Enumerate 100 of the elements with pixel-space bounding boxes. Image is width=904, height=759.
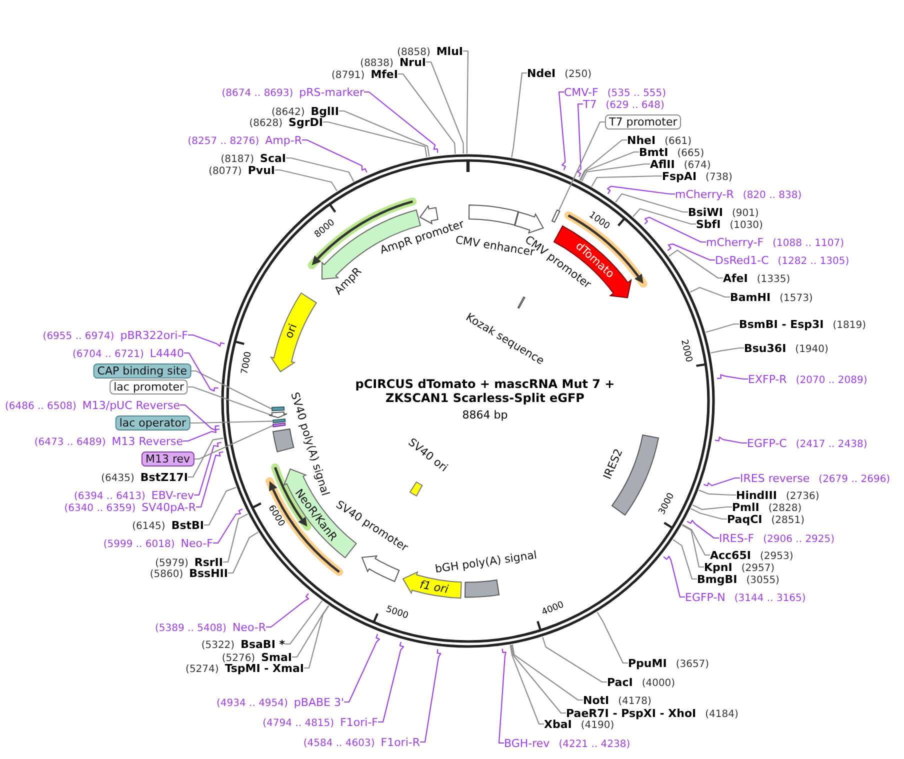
feature-label: ori	[282, 322, 300, 340]
primer-position: (5999 .. 6018)	[103, 539, 175, 550]
primer-name: M13 Reverse	[112, 435, 183, 448]
site-position: (1819)	[832, 320, 866, 331]
leader-line	[580, 151, 639, 181]
primer-position: (6955 .. 6974)	[42, 331, 114, 342]
leader-line	[510, 644, 566, 714]
primer-position: (4584 .. 4603)	[303, 738, 375, 749]
primer-position: (2417 .. 2438)	[796, 439, 868, 450]
leader-line	[196, 451, 224, 508]
enzyme-name: PpuMI	[628, 657, 667, 670]
enzyme-name: ScaI	[260, 152, 286, 165]
site-position: (1573)	[780, 293, 813, 304]
primer-position: (6394 .. 6413)	[74, 491, 146, 502]
leader-line	[190, 420, 272, 424]
map-title: pCIRCUS dTomato + mascRNA Mut 7 + ZKSCAN1 Scarless-Split eGFP	[354, 377, 616, 405]
enzyme-name: RsrII	[194, 556, 223, 569]
primer-position: (5389 .. 5408)	[155, 623, 226, 634]
primer-name: IRES-F	[719, 532, 754, 545]
enzyme-name: BmgBI	[697, 573, 738, 586]
leader-line	[180, 404, 220, 431]
leader-line	[606, 186, 675, 195]
site-position: (1335)	[756, 274, 790, 285]
feature-tag: T7 promoter	[605, 114, 682, 130]
primer-position: (6473 .. 6489)	[34, 437, 106, 448]
enzyme-name: NdeI	[527, 67, 556, 80]
feature-tag: lac promoter	[110, 380, 188, 394]
site-position: (5274)	[186, 664, 219, 675]
enzyme-name: PacI	[607, 676, 633, 689]
site-position: (4184)	[705, 709, 738, 720]
primer-position: (4934 .. 4954)	[216, 698, 288, 709]
enzyme-name: KpnI	[704, 561, 732, 574]
leader-line	[183, 428, 220, 442]
primer-position: (6340 .. 6359)	[64, 503, 136, 514]
primer-name: Neo-R	[232, 621, 266, 634]
leader-line	[463, 50, 469, 154]
feature-tag: M13 rev	[141, 452, 194, 466]
site-position: (661)	[664, 136, 692, 147]
leader-line	[558, 121, 605, 210]
primer-position: (629 .. 648)	[606, 100, 664, 111]
feature-tag: CAP binding site	[93, 364, 191, 378]
site-position: (5276)	[222, 653, 256, 664]
site-position: (5322)	[201, 640, 235, 651]
site-position: (3055)	[746, 575, 780, 586]
primer-position: (2679 .. 2696)	[818, 474, 890, 485]
primer-position: (535 .. 555)	[607, 88, 666, 99]
enzyme-name: NruI	[399, 56, 426, 69]
primer-name: T7	[583, 98, 597, 111]
leader-line	[698, 490, 736, 496]
enzyme-name: Acc65I	[710, 549, 751, 562]
primer-name: Amp-R	[265, 134, 302, 147]
scale-number: 7000	[240, 351, 254, 376]
leader-line	[188, 438, 224, 478]
enzyme-name: SmaI	[261, 651, 292, 664]
leader-line	[714, 436, 747, 444]
enzyme-name: BssHII	[189, 567, 228, 580]
leader-line	[632, 208, 696, 225]
leader-line	[577, 103, 583, 178]
primer-name: F1ori-F	[340, 716, 378, 729]
leader-line	[275, 169, 338, 192]
leader-line	[542, 636, 607, 683]
enzyme-name: BstZ17I	[140, 471, 188, 484]
scale-number: 2000	[678, 338, 694, 363]
primer-name: pBR322ori-F	[120, 329, 188, 342]
site-position: (8077)	[208, 166, 242, 177]
primer-name: pRS-marker	[299, 86, 364, 99]
enzyme-name: HindIII	[736, 489, 777, 502]
primer-position: (4221 .. 4238)	[558, 739, 630, 750]
primer-position: (3144 .. 3165)	[734, 593, 806, 604]
leader-line	[191, 370, 272, 410]
site-position: (8791)	[331, 70, 365, 81]
site-position: (4178)	[618, 696, 652, 707]
enzyme-name: NotI	[583, 694, 610, 707]
leader-line	[339, 110, 430, 157]
leader-line	[703, 477, 740, 486]
site-position: (250)	[564, 69, 592, 80]
leader-line	[498, 648, 506, 744]
leader-line	[690, 508, 727, 520]
primer-position: (6486 .. 6508)	[4, 401, 76, 412]
leader-line	[690, 286, 730, 298]
enzyme-name: SbfI	[696, 218, 721, 231]
enzyme-name: XbaI	[544, 718, 572, 731]
primer-name: EGFP-C	[747, 437, 787, 450]
primer-position: (1282 .. 1305)	[778, 256, 850, 267]
leader-line	[285, 600, 322, 645]
leader-line	[204, 486, 236, 526]
primer-name: mCherry-F	[706, 236, 764, 249]
leader-line	[228, 532, 258, 574]
enzyme-name: AfeI	[723, 272, 748, 285]
enzyme-name: Bsu36I	[744, 342, 786, 355]
primer-name: M13/pUC Reverse	[82, 399, 180, 412]
site-position: (8858)	[397, 47, 430, 58]
primer-name: EXFP-R	[748, 373, 787, 386]
primer-position: (820 .. 838)	[742, 190, 802, 201]
leader-line	[672, 539, 697, 580]
site-position: (901)	[732, 208, 759, 219]
leader-line	[194, 442, 222, 496]
site-position: (674)	[684, 160, 711, 171]
enzyme-name: BsaBI *	[240, 638, 285, 651]
leader-line	[188, 334, 225, 347]
